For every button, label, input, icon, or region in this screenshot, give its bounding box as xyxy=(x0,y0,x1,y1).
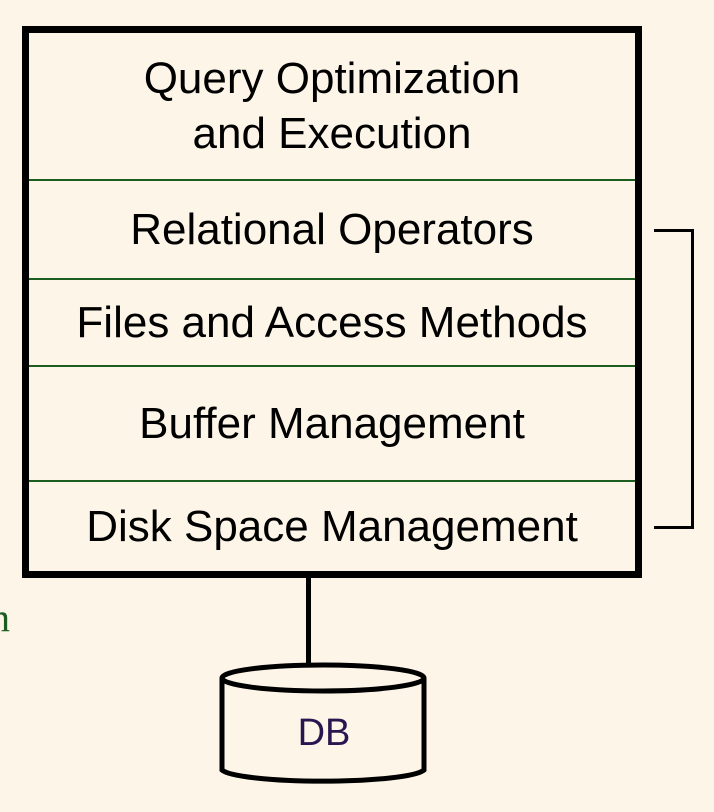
cylinder-top xyxy=(219,662,427,694)
layer-group-bracket xyxy=(654,229,694,529)
layer-files-access-methods: Files and Access Methods xyxy=(29,280,635,367)
dbms-layer-stack: Query Optimization and Execution Relatio… xyxy=(22,26,642,578)
layer-label: Disk Space Management xyxy=(86,502,578,551)
layer-label-line: and Execution xyxy=(192,109,472,158)
cylinder-body xyxy=(219,678,427,784)
layer-query-optimization: Query Optimization and Execution xyxy=(29,33,635,181)
layer-label: Files and Access Methods xyxy=(76,298,588,347)
layer-label-line: Query Optimization xyxy=(143,54,521,103)
database-cylinder-icon xyxy=(219,662,427,784)
layer-label: Relational Operators xyxy=(130,205,534,254)
layer-disk-space-management: Disk Space Management xyxy=(29,482,635,571)
layer-buffer-management: Buffer Management xyxy=(29,367,635,482)
layer-label: Buffer Management xyxy=(139,399,525,448)
layer-relational-operators: Relational Operators xyxy=(29,181,635,280)
database-label: DB xyxy=(297,712,351,754)
stack-to-db-connector xyxy=(306,571,311,663)
edge-text-fragment: n xyxy=(0,595,10,640)
